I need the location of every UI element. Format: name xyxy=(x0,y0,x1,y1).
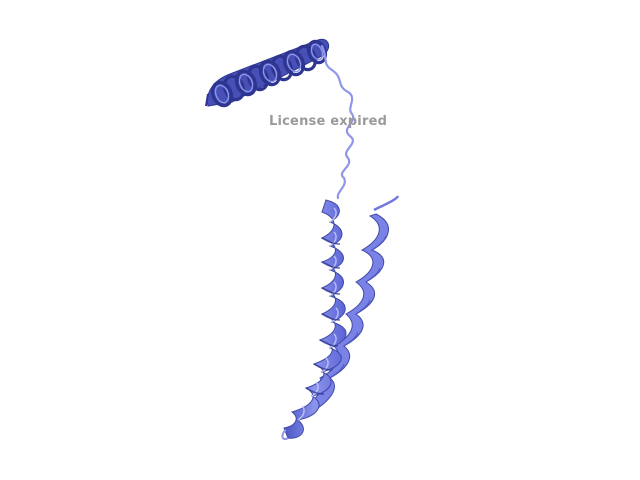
front-helix xyxy=(281,199,347,440)
license-watermark: License expired xyxy=(269,114,388,129)
top-helix xyxy=(205,38,330,108)
loop-strand xyxy=(320,44,355,200)
right-helix xyxy=(304,195,400,409)
